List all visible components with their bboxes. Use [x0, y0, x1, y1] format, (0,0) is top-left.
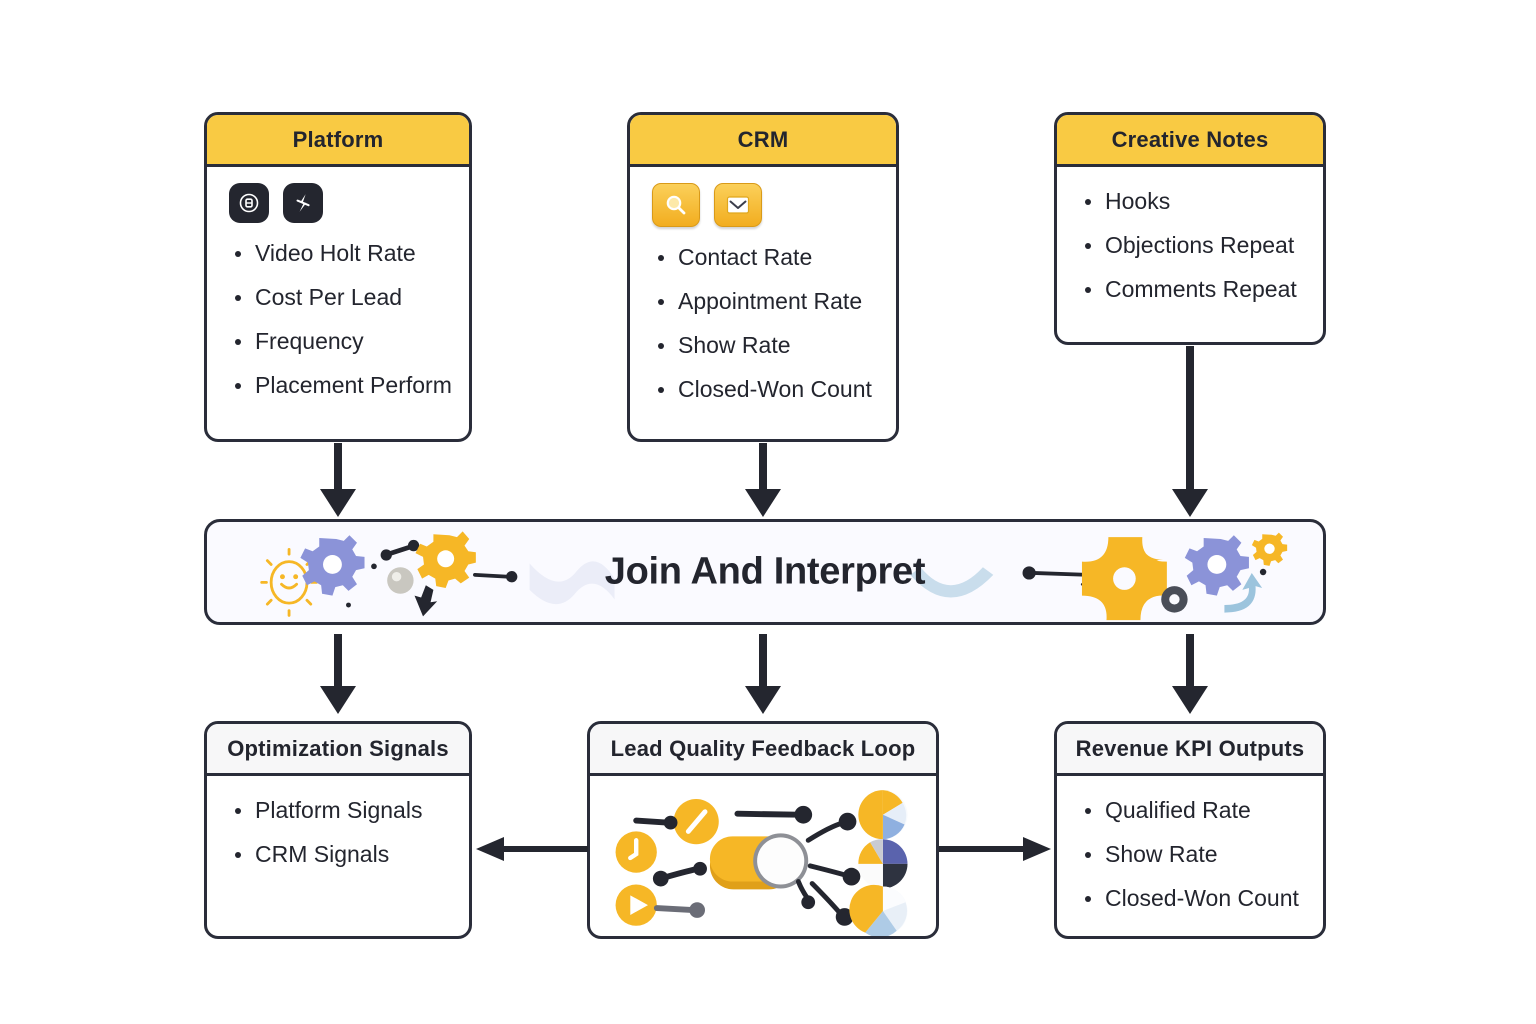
list-item: Closed-Won Count — [1079, 886, 1303, 910]
list-item: Hooks — [1079, 189, 1303, 213]
arrow-crm-to-band — [745, 443, 781, 517]
optimization-signals-list: Platform Signals CRM Signals — [229, 798, 449, 866]
card-creative-notes[interactable]: Creative Notes Hooks Objections Repeat C… — [1054, 112, 1326, 345]
list-item: Show Rate — [652, 333, 876, 357]
list-item: Appointment Rate — [652, 289, 876, 313]
join-and-interpret-band[interactable]: Join And Interpret — [204, 519, 1326, 625]
list-item: Platform Signals — [229, 798, 449, 822]
list-item: Frequency — [229, 329, 449, 353]
list-item: CRM Signals — [229, 842, 449, 866]
card-platform[interactable]: Platform Video Holt R — [204, 112, 472, 442]
crm-icon-row — [652, 183, 876, 227]
platform-item-list: Video Holt Rate Cost Per Lead Frequency … — [229, 241, 452, 398]
platform-icon-row — [229, 183, 449, 223]
arrow-band-to-revenue — [1172, 634, 1208, 714]
card-platform-title: Platform — [207, 115, 469, 167]
pie-chart-middle — [858, 839, 908, 889]
feedback-loop-illustration — [615, 790, 908, 936]
card-crm[interactable]: CRM Contact Rate Appointme — [627, 112, 899, 442]
card-revenue-kpi-outputs-body: Qualified Rate Show Rate Closed-Won Coun… — [1057, 776, 1323, 936]
card-lead-quality-feedback-loop[interactable]: Lead Quality Feedback Loop — [587, 721, 939, 939]
revenue-kpi-list: Qualified Rate Show Rate Closed-Won Coun… — [1079, 798, 1303, 910]
arrow-feedback-to-optimization — [476, 837, 588, 861]
arrow-band-to-optimization — [320, 634, 356, 714]
search-icon[interactable] — [652, 183, 700, 227]
pencil-icon — [673, 798, 719, 845]
arrow-creative-notes-to-band — [1172, 346, 1208, 517]
list-item: Qualified Rate — [1079, 798, 1303, 822]
card-optimization-signals-title: Optimization Signals — [207, 724, 469, 776]
magnifier-knob-icon — [753, 833, 809, 889]
list-item: Contact Rate — [652, 245, 876, 269]
card-revenue-kpi-outputs-title: Revenue KPI Outputs — [1057, 724, 1323, 776]
circle-b-icon[interactable] — [229, 183, 269, 223]
card-revenue-kpi-outputs[interactable]: Revenue KPI Outputs Qualified Rate Show … — [1054, 721, 1326, 939]
band-title: Join And Interpret — [604, 550, 926, 593]
clock-icon — [615, 831, 657, 873]
card-lead-quality-feedback-loop-title: Lead Quality Feedback Loop — [590, 724, 936, 776]
crm-item-list: Contact Rate Appointment Rate Show Rate … — [652, 245, 876, 402]
arrow-feedback-to-revenue — [939, 837, 1051, 861]
envelope-check-icon[interactable] — [714, 183, 762, 227]
creative-notes-item-list: Hooks Objections Repeat Comments Repeat — [1079, 189, 1303, 301]
card-creative-notes-body: Hooks Objections Repeat Comments Repeat — [1057, 167, 1323, 331]
list-item: Objections Repeat — [1079, 233, 1303, 257]
card-optimization-signals-body: Platform Signals CRM Signals — [207, 776, 469, 896]
card-platform-body: Video Holt Rate Cost Per Lead Frequency … — [207, 167, 469, 428]
flame-f-icon[interactable] — [283, 183, 323, 223]
list-item: Show Rate — [1079, 842, 1303, 866]
list-item: Closed-Won Count — [652, 377, 876, 402]
arrow-platform-to-band — [320, 443, 356, 517]
card-crm-body: Contact Rate Appointment Rate Show Rate … — [630, 167, 896, 432]
list-item: Comments Repeat — [1079, 277, 1303, 301]
card-optimization-signals[interactable]: Optimization Signals Platform Signals CR… — [204, 721, 472, 939]
list-item: Video Holt Rate — [229, 241, 449, 265]
card-crm-title: CRM — [630, 115, 896, 167]
list-item: Placement Perform — [229, 373, 452, 398]
card-lead-quality-feedback-loop-body — [590, 776, 936, 936]
play-icon — [615, 884, 657, 926]
pie-chart-top — [858, 790, 908, 840]
arrow-band-to-feedback-loop — [745, 634, 781, 714]
pie-chart-bottom — [849, 884, 908, 936]
list-item: Cost Per Lead — [229, 285, 449, 309]
card-creative-notes-title: Creative Notes — [1057, 115, 1323, 167]
